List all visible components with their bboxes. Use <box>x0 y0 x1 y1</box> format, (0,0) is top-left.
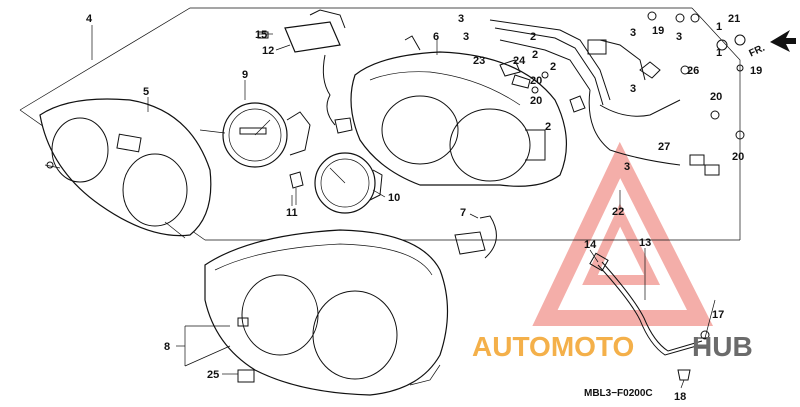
meter-case-part <box>39 98 212 239</box>
callout-1a: 1 <box>716 21 722 33</box>
bulb-part <box>289 171 304 205</box>
callout-labels: 4 5 9 15 12 6 11 10 7 8 25 3 3 2 2 23 24… <box>86 13 762 403</box>
callout-2c: 2 <box>550 61 556 73</box>
callout-13: 13 <box>639 237 651 249</box>
callout-2d: 2 <box>545 121 551 133</box>
callout-3c: 3 <box>630 27 636 39</box>
diagram-code: MBL3−F0200C <box>584 388 653 399</box>
callout-12: 12 <box>262 45 274 57</box>
screw-part-15 <box>257 31 269 39</box>
callout-15: 15 <box>255 29 267 41</box>
callout-1b: 1 <box>716 47 722 59</box>
meter-housing-part <box>350 35 568 187</box>
callout-8: 8 <box>164 341 170 353</box>
callout-20d: 20 <box>732 151 744 163</box>
callout-3e: 3 <box>624 161 630 173</box>
screw-part-18 <box>677 369 691 381</box>
callout-17: 17 <box>712 309 724 321</box>
wiring-harness-part <box>489 19 720 176</box>
watermark-part2: HUB <box>692 331 753 362</box>
front-direction-arrow: FR. <box>747 30 796 59</box>
callout-2a: 2 <box>530 31 536 43</box>
callout-10: 10 <box>388 192 400 204</box>
callout-11: 11 <box>286 207 298 219</box>
tachometer-part <box>314 152 383 214</box>
fasteners <box>531 11 746 340</box>
callout-20c: 20 <box>710 91 722 103</box>
callout-20a: 20 <box>530 75 542 87</box>
callout-3d: 3 <box>630 83 636 95</box>
callout-3a: 3 <box>458 13 464 25</box>
meter-cover-part <box>204 229 449 396</box>
callout-23: 23 <box>473 55 485 67</box>
callout-3b: 3 <box>463 31 469 43</box>
speedometer-cable-part <box>589 252 710 356</box>
callout-7: 7 <box>460 207 466 219</box>
callout-18: 18 <box>674 391 686 403</box>
callout-5: 5 <box>143 86 149 98</box>
callout-25: 25 <box>207 369 219 381</box>
callout-14: 14 <box>584 239 597 251</box>
callout-6: 6 <box>433 31 439 43</box>
leader-lines <box>91 25 716 389</box>
bracket-part <box>454 215 497 259</box>
callout-22: 22 <box>612 206 624 218</box>
callout-21: 21 <box>728 13 740 25</box>
callout-19a: 19 <box>652 25 664 37</box>
callout-2b: 2 <box>532 49 538 61</box>
watermark-part1: AUTOMOTO <box>472 331 634 362</box>
front-label: FR. <box>747 43 766 60</box>
watermark-triangle <box>532 141 714 326</box>
callout-26: 26 <box>687 65 699 77</box>
callout-4: 4 <box>86 13 93 25</box>
watermark-text: AUTOMOTO HUB <box>472 331 753 362</box>
callout-24: 24 <box>513 55 526 67</box>
callout-20b: 20 <box>530 95 542 107</box>
callout-9: 9 <box>242 69 248 81</box>
indicator-unit-part <box>284 9 353 134</box>
speedometer-part <box>199 102 311 168</box>
callout-3f: 3 <box>676 31 682 43</box>
callout-27: 27 <box>658 141 670 153</box>
callout-19b: 19 <box>750 65 762 77</box>
